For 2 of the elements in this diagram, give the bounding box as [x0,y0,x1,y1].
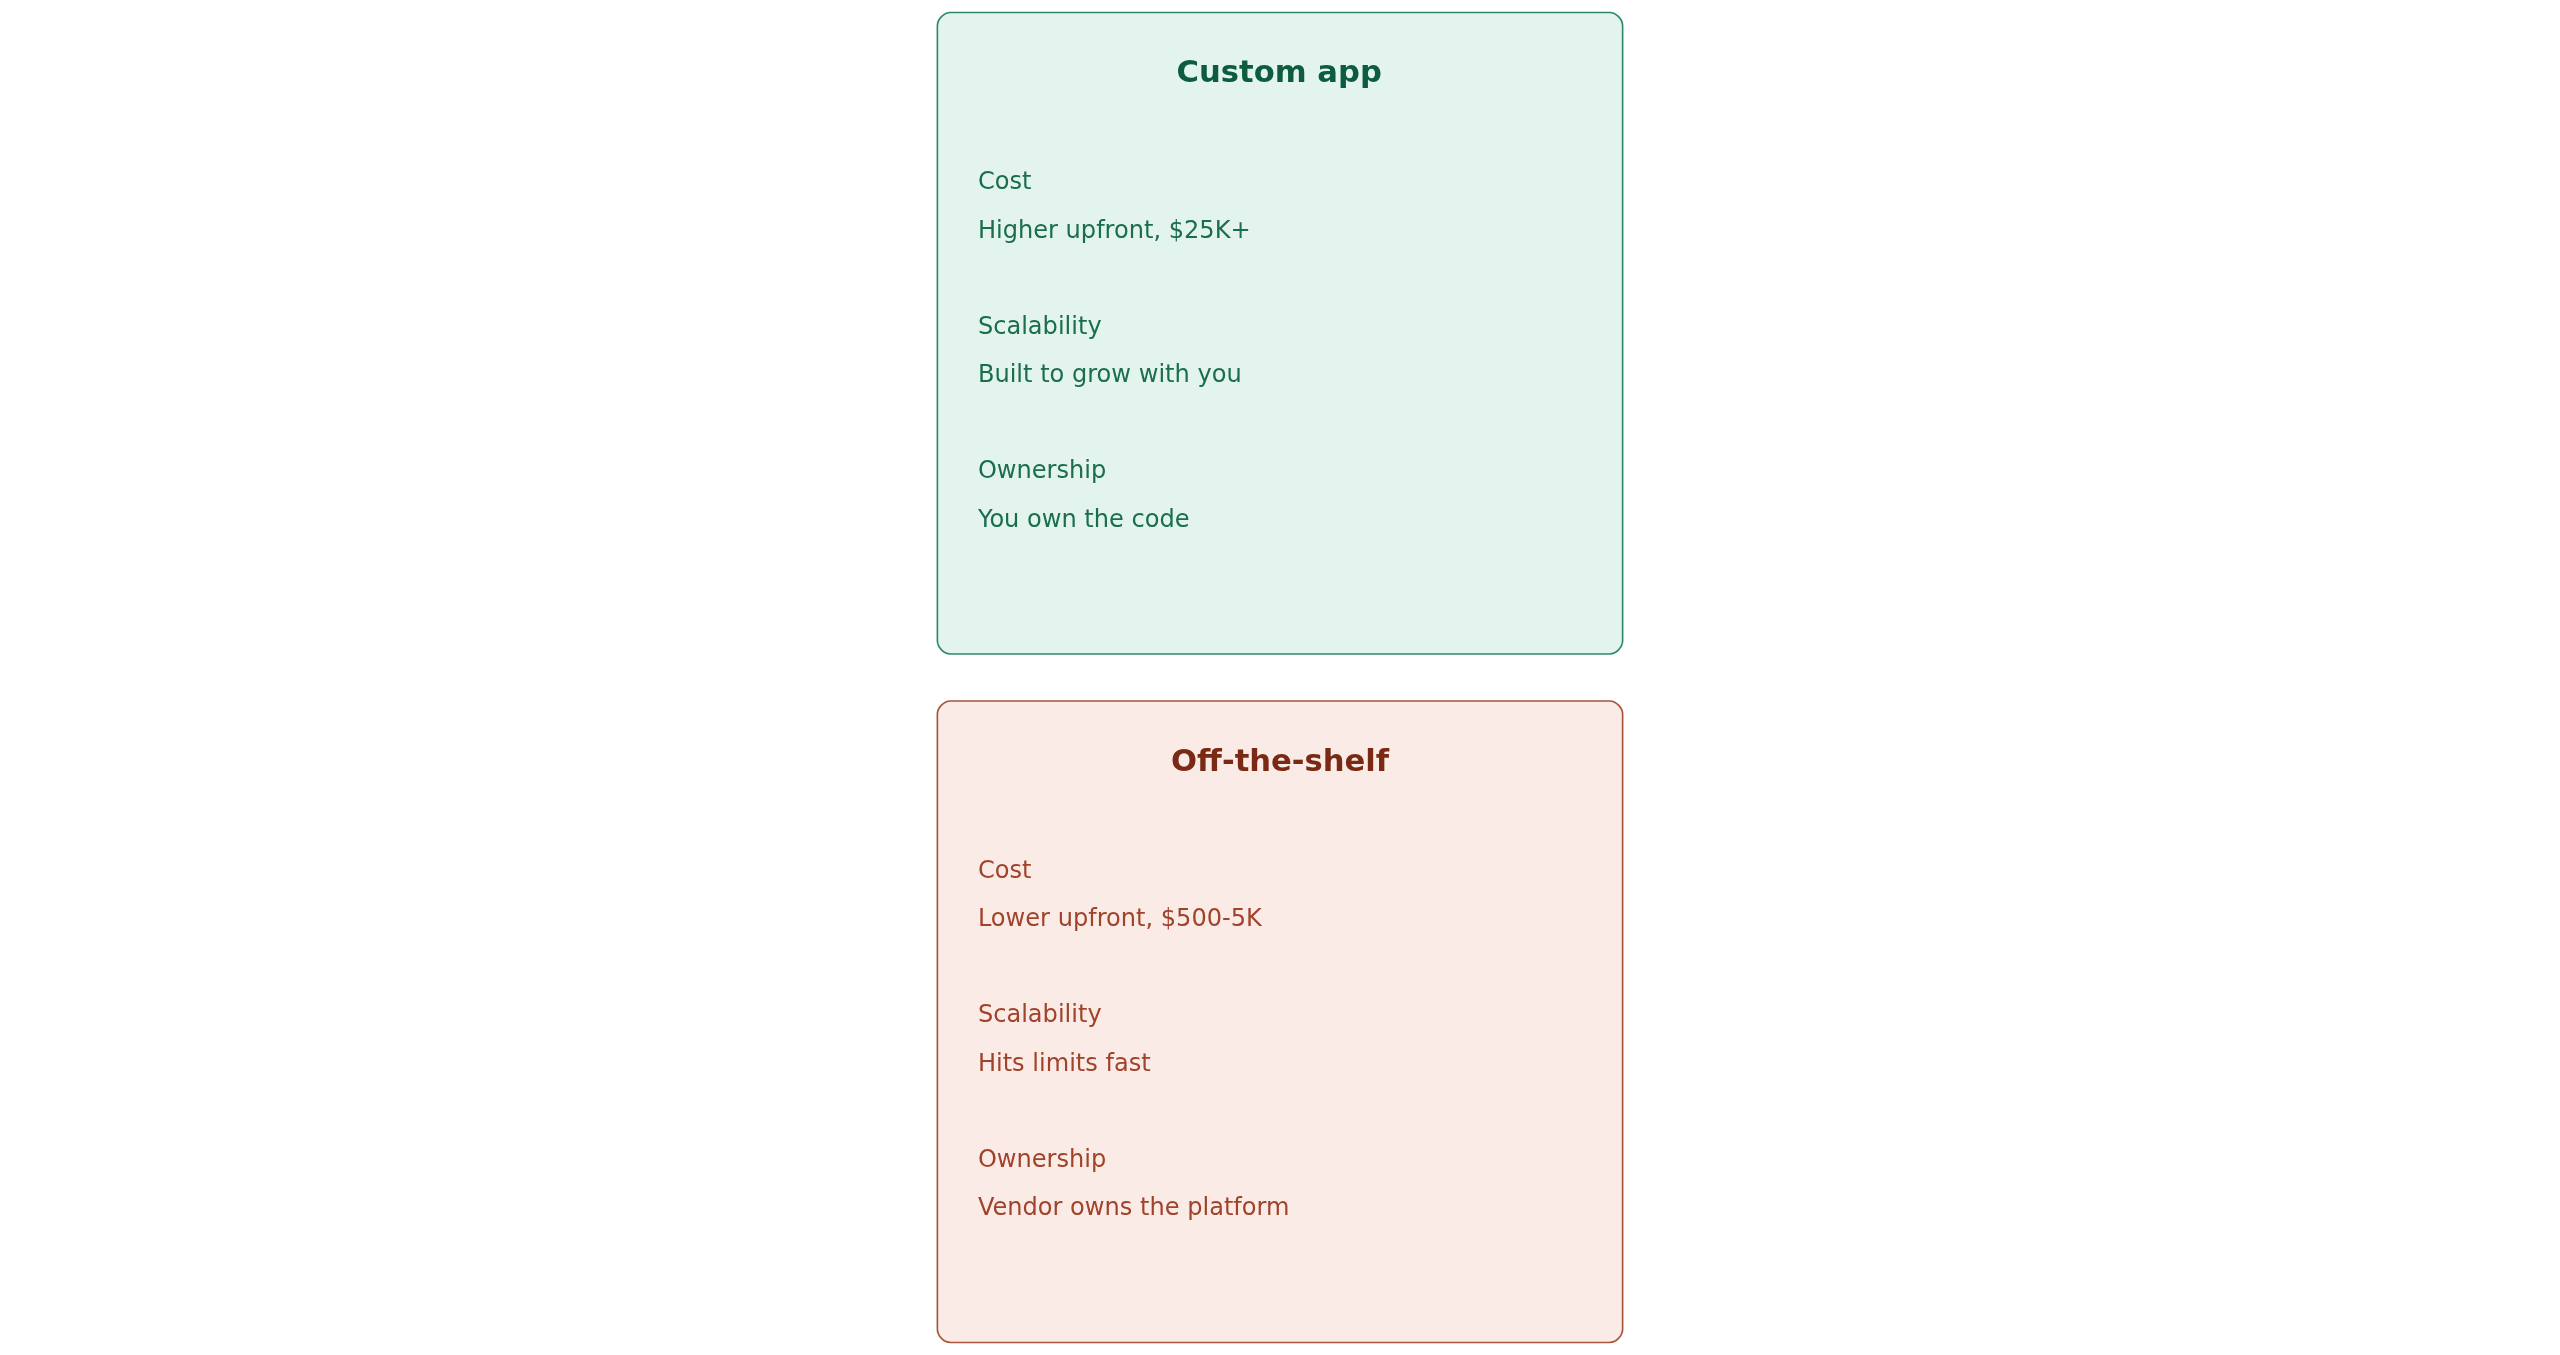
node-box: Off-the-shelf Cost Lower upfront, $500-5K Scalability Hits limits fast Ownership Vendor owns the platform [936,700,1624,1344]
node-box: Custom app Cost Higher upfront, $25K+ Scalability Built to grow with you Ownership You own the code [936,11,1624,655]
